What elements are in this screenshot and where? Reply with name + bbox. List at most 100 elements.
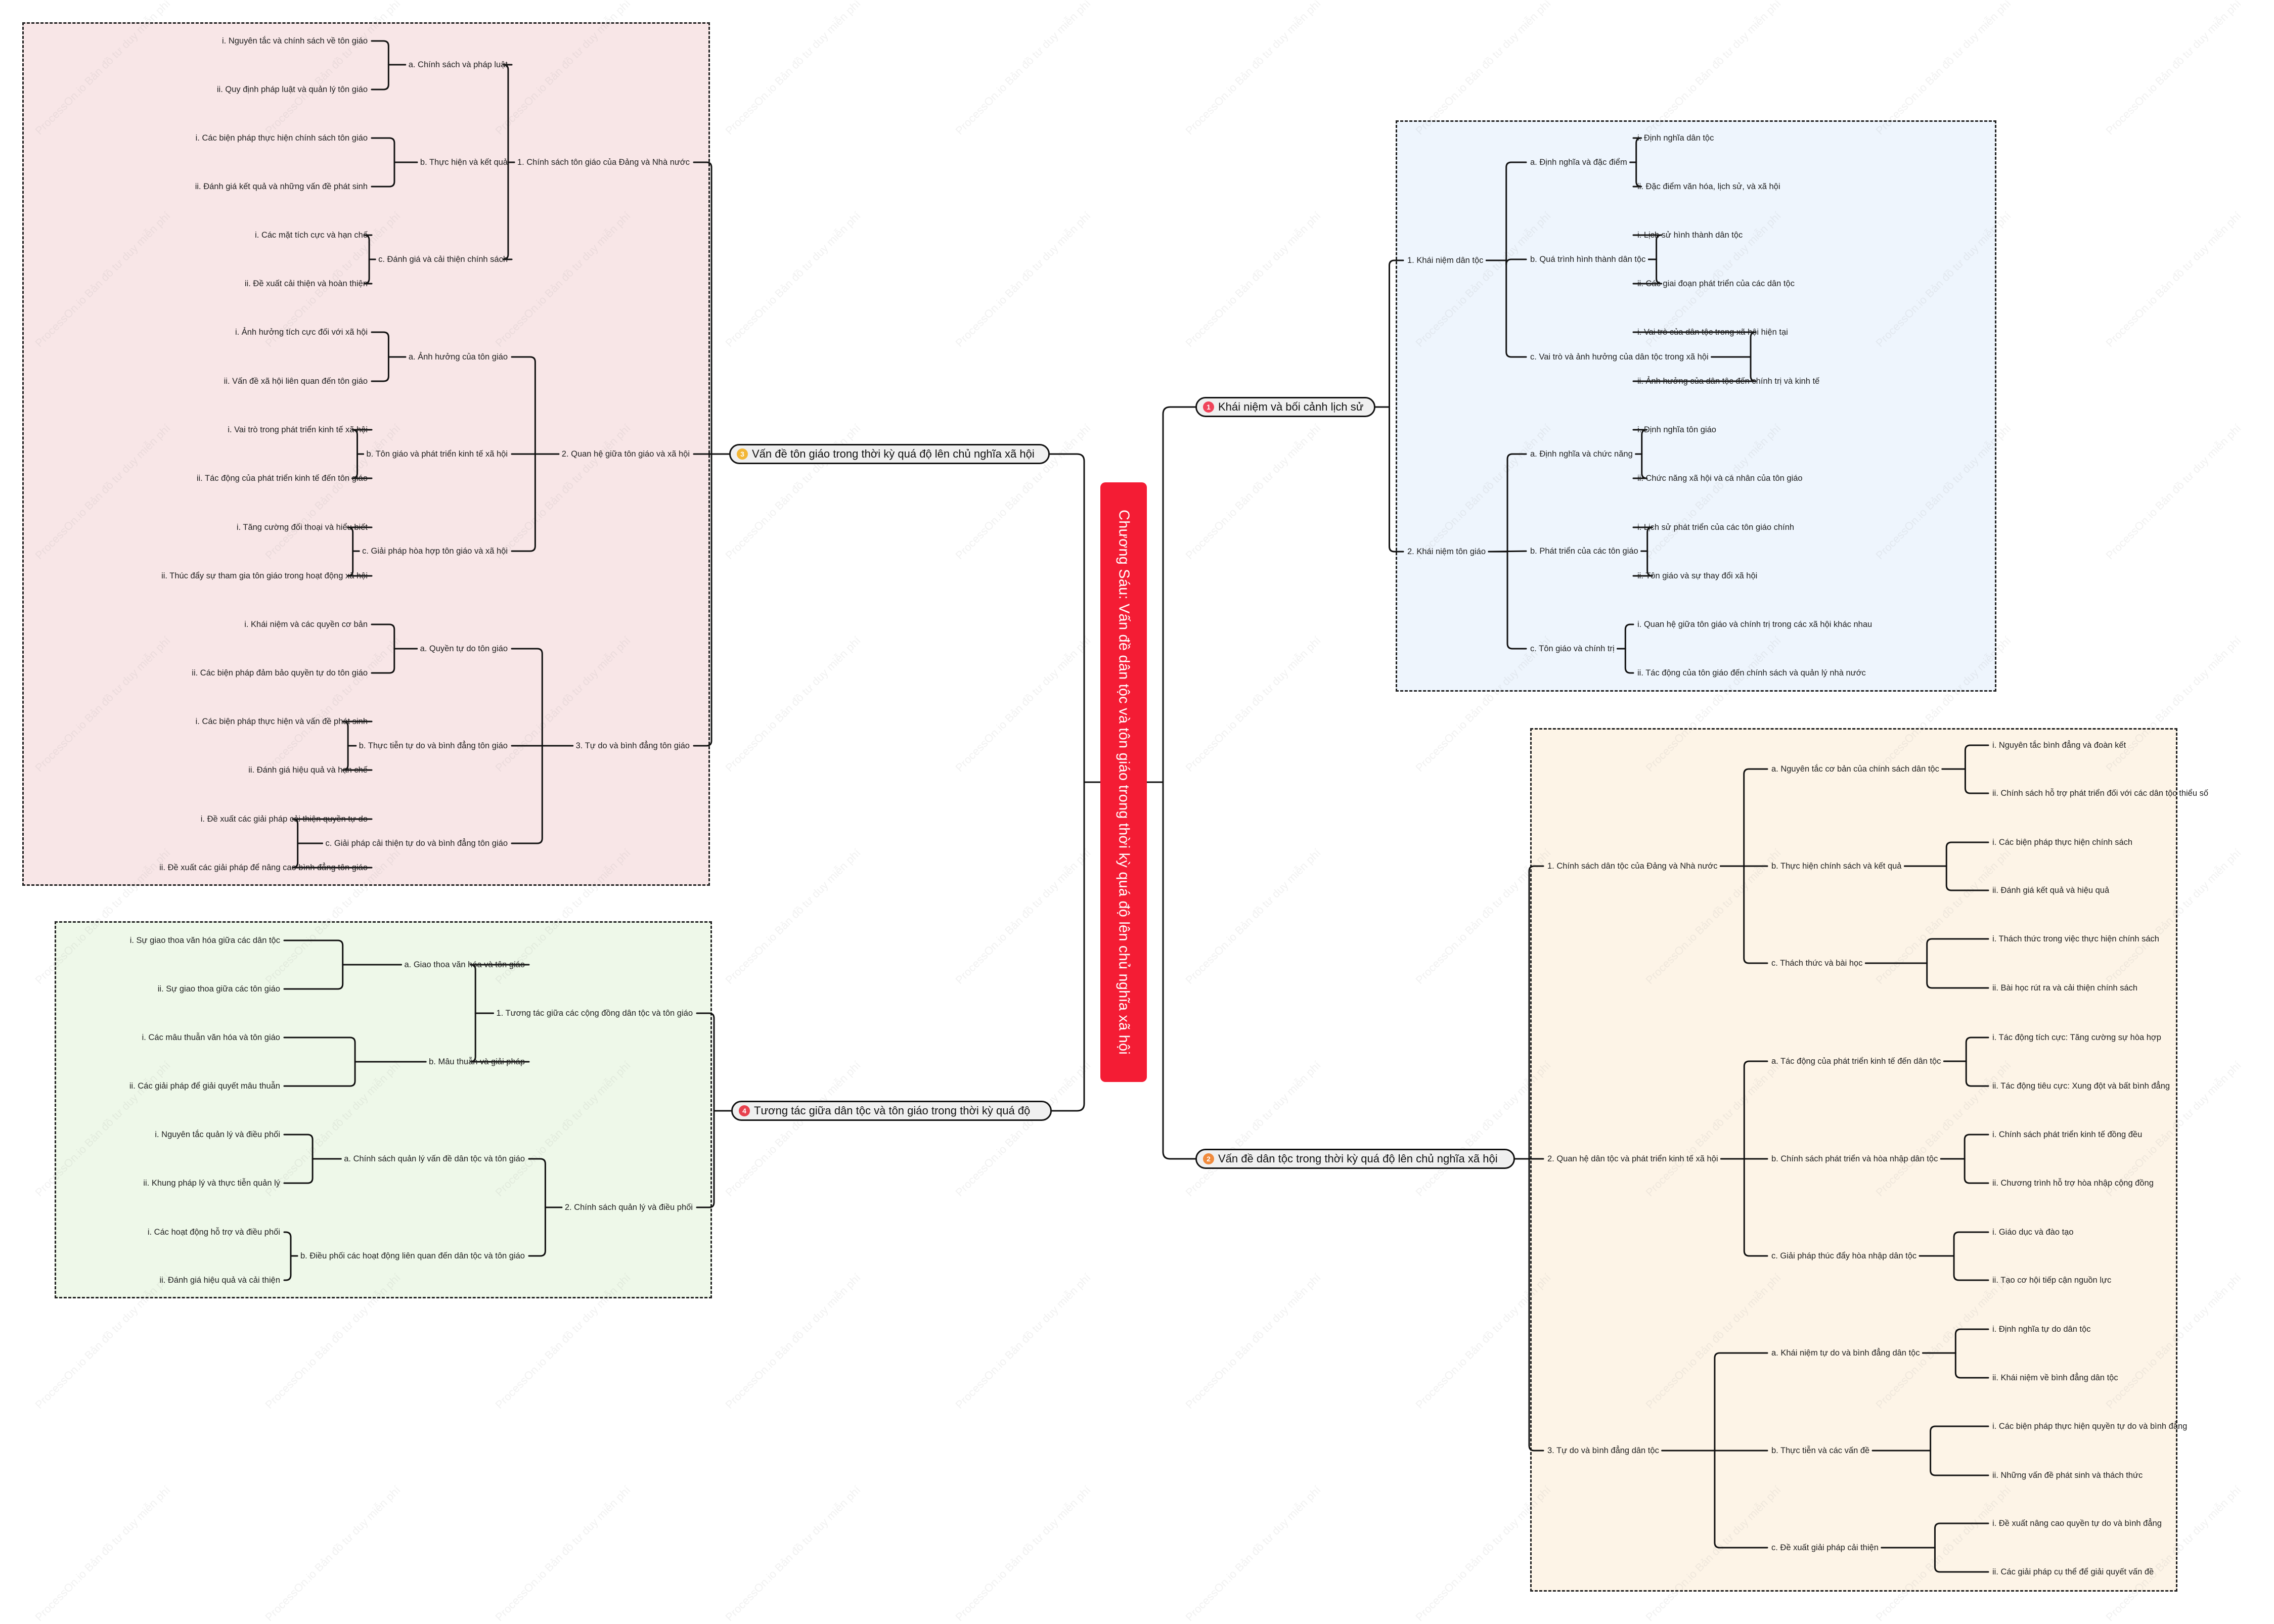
subtopic-b1-2-1[interactable]: a. Định nghĩa và chức năng — [1530, 449, 1633, 459]
leaf-b1-2-2-2[interactable]: ii. Tôn giáo và sự thay đổi xã hội — [1637, 571, 1758, 580]
leaf-b3-1-3-2[interactable]: ii. Đề xuất cải thiện và hoàn thiện — [244, 279, 368, 288]
subtopic-b3-1-2[interactable]: b. Thực hiện và kết quả — [420, 158, 508, 167]
topic-b1-1[interactable]: 1. Khái niệm dân tộc — [1407, 256, 1484, 265]
leaf-b3-2-2-2[interactable]: ii. Tác động của phát triển kinh tế đến … — [196, 474, 368, 483]
leaf-b2-3-2-1[interactable]: i. Các biện pháp thực hiện quyền tự do v… — [1992, 1422, 2188, 1431]
subtopic-b3-3-2[interactable]: b. Thực tiễn tự do và bình đẳng tôn giáo — [359, 741, 508, 750]
leaf-b4-2-1-2[interactable]: ii. Khung pháp lý và thực tiễn quản lý — [143, 1179, 280, 1188]
leaf-b1-1-2-2[interactable]: ii. Các giai đoạn phát triển của các dân… — [1637, 279, 1795, 288]
leaf-b4-1-1-1[interactable]: i. Sự giao thoa văn hóa giữa các dân tộc — [129, 936, 280, 945]
leaf-b3-2-1-2[interactable]: ii. Vấn đề xã hội liên quan đến tôn giáo — [224, 377, 368, 386]
subtopic-b2-3-2[interactable]: b. Thực tiễn và các vấn đề — [1771, 1446, 1870, 1455]
topic-b3-3[interactable]: 3. Tự do và bình đẳng tôn giáo — [575, 741, 690, 750]
leaf-b2-1-2-2[interactable]: ii. Đánh giá kết quả và hiệu quả — [1992, 886, 2110, 895]
leaf-b2-1-1-1[interactable]: i. Nguyên tắc bình đẳng và đoàn kết — [1992, 741, 2126, 750]
subtopic-b2-3-1[interactable]: a. Khái niệm tự do và bình đẳng dân tộc — [1771, 1348, 1920, 1358]
leaf-b3-2-3-1[interactable]: i. Tăng cường đối thoại và hiểu biết — [236, 523, 368, 532]
subtopic-b2-1-2[interactable]: b. Thực hiện chính sách và kết quả — [1771, 862, 1902, 871]
subtopic-b2-2-3[interactable]: c. Giải pháp thúc đẩy hòa nhập dân tộc — [1771, 1251, 1917, 1260]
leaf-b3-2-3-2[interactable]: ii. Thúc đẩy sự tham gia tôn giáo trong … — [161, 571, 368, 580]
subtopic-b3-2-1[interactable]: a. Ảnh hưởng của tôn giáo — [408, 352, 508, 362]
subtopic-b1-2-2[interactable]: b. Phát triển của các tôn giáo — [1530, 547, 1638, 556]
subtopic-b2-1-3[interactable]: c. Thách thức và bài học — [1771, 959, 1863, 968]
subtopic-b2-3-3[interactable]: c. Đề xuất giải pháp cải thiện — [1771, 1543, 1879, 1552]
leaf-b4-1-2-1[interactable]: i. Các mâu thuẫn văn hóa và tôn giáo — [142, 1033, 280, 1042]
topic-b3-2[interactable]: 2. Quan hệ giữa tôn giáo và xã hội — [561, 449, 690, 459]
subtopic-b3-3-1[interactable]: a. Quyền tự do tôn giáo — [420, 644, 508, 653]
leaf-b3-1-1-1[interactable]: i. Nguyên tắc và chính sách về tôn giáo — [221, 36, 368, 46]
subtopic-b1-1-3[interactable]: c. Vai trò và ảnh hưởng của dân tộc tron… — [1530, 352, 1709, 362]
topic-b2-2[interactable]: 2. Quan hệ dân tộc và phát triển kinh tế… — [1547, 1154, 1718, 1163]
subtopic-b3-3-3[interactable]: c. Giải pháp cải thiện tự do và bình đẳn… — [325, 839, 508, 848]
leaf-b3-3-3-1[interactable]: i. Đề xuất các giải pháp cải thiện quyền… — [200, 815, 368, 824]
leaf-b2-3-2-2[interactable]: ii. Những vấn đề phát sinh và thách thức — [1992, 1471, 2143, 1480]
subtopic-b3-2-2[interactable]: b. Tôn giáo và phát triển kinh tế xã hội — [366, 449, 508, 459]
subtopic-b2-2-1[interactable]: a. Tác động của phát triển kinh tế đến d… — [1771, 1057, 1941, 1066]
leaf-b2-2-1-1[interactable]: i. Tác động tích cực: Tăng cường sự hòa … — [1992, 1033, 2161, 1042]
subtopic-b4-2-1[interactable]: a. Chính sách quản lý vấn đề dân tộc và … — [344, 1154, 525, 1163]
leaf-b2-2-3-2[interactable]: ii. Tạo cơ hội tiếp cận nguồn lực — [1992, 1276, 2112, 1285]
leaf-b3-1-2-2[interactable]: ii. Đánh giá kết quả và những vấn đề phá… — [195, 182, 368, 191]
leaf-b3-3-2-2[interactable]: ii. Đánh giá hiệu quả và hạn chế — [248, 765, 368, 775]
subtopic-b4-2-2[interactable]: b. Điều phối các hoạt động liên quan đến… — [300, 1251, 525, 1260]
leaf-b3-2-2-1[interactable]: i. Vai trò trong phát triển kinh tế xã h… — [228, 425, 368, 434]
leaf-b1-1-3-1[interactable]: i. Vai trò của dân tộc trong xã hội hiện… — [1637, 328, 1788, 337]
subtopic-b4-1-1[interactable]: a. Giao thoa văn hóa và tôn giáo — [404, 960, 525, 969]
leaf-b2-2-1-2[interactable]: ii. Tác động tiêu cực: Xung đột và bất b… — [1992, 1081, 2170, 1091]
leaf-b3-1-3-1[interactable]: i. Các mặt tích cực và hạn chế — [255, 231, 368, 240]
subtopic-b2-2-2[interactable]: b. Chính sách phát triển và hòa nhập dân… — [1771, 1154, 1938, 1163]
leaf-b1-2-2-1[interactable]: i. Lịch sử phát triển của các tôn giáo c… — [1637, 523, 1795, 532]
subtopic-b3-2-3[interactable]: c. Giải pháp hòa hợp tôn giáo và xã hội — [362, 547, 508, 556]
topic-b3-1[interactable]: 1. Chính sách tôn giáo của Đảng và Nhà n… — [517, 158, 690, 167]
subtopic-b1-1-1[interactable]: a. Định nghĩa và đặc điểm — [1530, 158, 1627, 167]
leaf-b2-1-3-2[interactable]: ii. Bài học rút ra và cải thiện chính sá… — [1992, 983, 2138, 993]
leaf-b2-1-1-2[interactable]: ii. Chính sách hỗ trợ phát triển đối với… — [1992, 789, 2209, 798]
leaf-b3-2-1-1[interactable]: i. Ảnh hưởng tích cực đối với xã hội — [235, 328, 368, 337]
subtopic-b3-1-1[interactable]: a. Chính sách và pháp luật — [408, 60, 508, 69]
leaf-b4-2-2-1[interactable]: i. Các hoạt động hỗ trợ và điều phối — [147, 1228, 280, 1237]
leaf-b1-2-1-2[interactable]: ii. Chức năng xã hội và cá nhân của tôn … — [1637, 474, 1803, 483]
leaf-b2-3-1-2[interactable]: ii. Khái niệm về bình đẳng dân tộc — [1992, 1373, 2118, 1382]
topic-b4-2[interactable]: 2. Chính sách quản lý và điều phối — [564, 1203, 693, 1212]
leaf-b1-1-2-1[interactable]: i. Lịch sử hình thành dân tộc — [1637, 231, 1743, 240]
leaf-b1-2-1-1[interactable]: i. Định nghĩa tôn giáo — [1637, 425, 1716, 434]
leaf-b2-3-3-2[interactable]: ii. Các giải pháp cụ thể để giải quyết v… — [1992, 1567, 2154, 1576]
topic-b2-1[interactable]: 1. Chính sách dân tộc của Đảng và Nhà nư… — [1547, 862, 1718, 871]
subtopic-b2-1-1[interactable]: a. Nguyên tắc cơ bản của chính sách dân … — [1771, 764, 1939, 774]
leaf-b2-2-2-1[interactable]: i. Chính sách phát triển kinh tế đồng đề… — [1992, 1130, 2143, 1139]
leaf-b1-1-1-2[interactable]: ii. Đặc điểm văn hóa, lịch sử, và xã hội — [1637, 182, 1780, 191]
leaf-b2-2-2-2[interactable]: ii. Chương trình hỗ trợ hòa nhập cộng đồ… — [1992, 1179, 2154, 1188]
leaf-b4-1-1-2[interactable]: ii. Sự giao thoa giữa các tôn giáo — [157, 984, 280, 994]
leaf-b3-3-2-1[interactable]: i. Các biện pháp thực hiện và vấn đề phá… — [195, 717, 368, 726]
topic-b1-2[interactable]: 2. Khái niệm tôn giáo — [1407, 547, 1486, 556]
leaf-b3-1-2-1[interactable]: i. Các biện pháp thực hiện chính sách tô… — [195, 133, 368, 143]
leaf-b2-2-3-1[interactable]: i. Giáo dục và đào tạo — [1992, 1228, 2074, 1237]
subtopic-b1-2-3[interactable]: c. Tôn giáo và chính trị — [1530, 644, 1615, 653]
leaf-b3-3-1-1[interactable]: i. Khái niệm và các quyền cơ bản — [244, 620, 368, 629]
leaf-b4-1-2-2[interactable]: ii. Các giải pháp để giải quyết mâu thuẫ… — [129, 1081, 280, 1091]
leaf-b1-2-3-1[interactable]: i. Quan hệ giữa tôn giáo và chính trị tr… — [1637, 620, 1872, 629]
root-topic-label: Chương Sáu: Vấn đề dân tộc và tôn giáo t… — [1116, 510, 1132, 1055]
leaf-b4-2-2-2[interactable]: ii. Đánh giá hiệu quả và cải thiện — [159, 1276, 281, 1285]
leaf-b2-3-1-1[interactable]: i. Định nghĩa tự do dân tộc — [1992, 1325, 2091, 1334]
leaf-b1-1-1-1[interactable]: i. Định nghĩa dân tộc — [1637, 133, 1714, 143]
leaf-b4-2-1-1[interactable]: i. Nguyên tắc quản lý và điều phối — [155, 1130, 280, 1139]
leaf-b2-3-3-1[interactable]: i. Đề xuất nâng cao quyền tự do và bình … — [1992, 1519, 2162, 1528]
leaf-b1-2-3-2[interactable]: ii. Tác động của tôn giáo đến chính sách… — [1637, 668, 1866, 678]
leaf-b1-1-3-2[interactable]: ii. Ảnh hưởng của dân tộc đến chính trị … — [1637, 377, 1820, 386]
subtopic-b4-1-2[interactable]: b. Mâu thuẫn và giải pháp — [429, 1057, 525, 1066]
leaf-b2-1-2-1[interactable]: i. Các biện pháp thực hiện chính sách — [1992, 838, 2133, 847]
leaf-b3-3-1-2[interactable]: ii. Các biện pháp đảm bảo quyền tự do tô… — [192, 668, 368, 678]
leaf-b2-1-3-1[interactable]: i. Thách thức trong việc thực hiện chính… — [1992, 934, 2159, 943]
topic-b4-1[interactable]: 1. Tương tác giữa các cộng đồng dân tộc … — [496, 1009, 693, 1018]
subtopic-b1-1-2[interactable]: b. Quá trình hình thành dân tộc — [1530, 255, 1646, 264]
root-topic[interactable]: Chương Sáu: Vấn đề dân tộc và tôn giáo t… — [1100, 482, 1147, 1082]
leaf-b3-3-3-2[interactable]: ii. Đề xuất các giải pháp để nâng cao bì… — [159, 863, 368, 872]
leaf-b3-1-1-2[interactable]: ii. Quy định pháp luật và quản lý tôn gi… — [216, 85, 368, 94]
topic-b2-3[interactable]: 3. Tự do và bình đẳng dân tộc — [1547, 1446, 1659, 1455]
subtopic-b3-1-3[interactable]: c. Đánh giá và cải thiện chính sách — [378, 255, 508, 264]
